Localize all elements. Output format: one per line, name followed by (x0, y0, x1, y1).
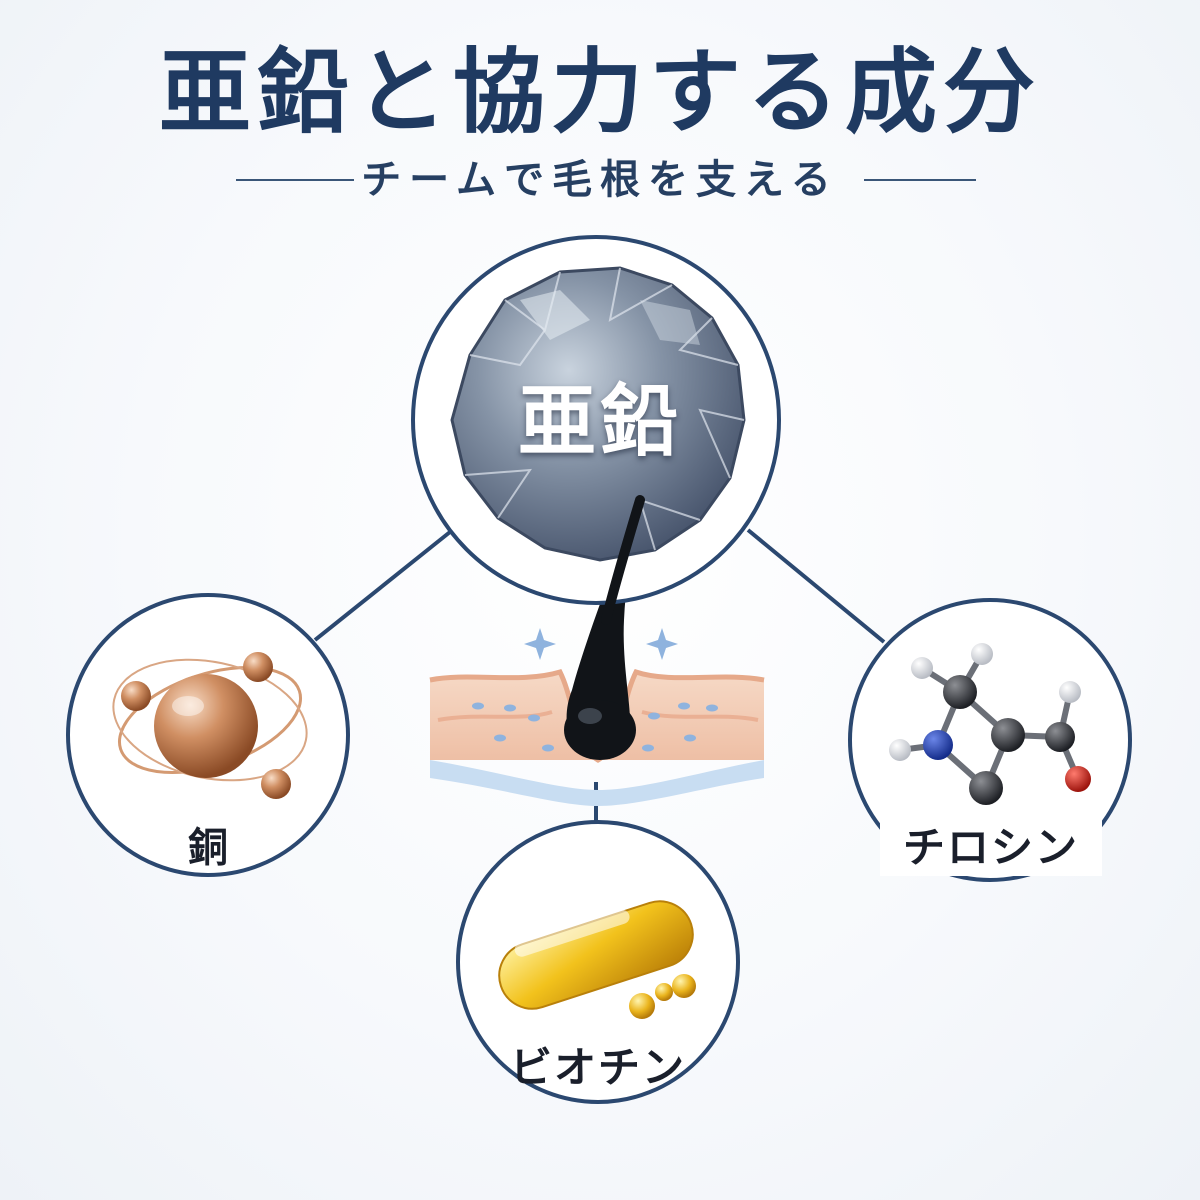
zinc-node (411, 235, 781, 625)
subtitle-row: チームで毛根を支える (0, 152, 1200, 208)
page-subtitle: チームで毛根を支える (361, 157, 839, 203)
biotin-node (456, 820, 740, 1104)
biotin-capsule-icon (498, 900, 696, 1019)
tyrosine-molecule-icon (889, 643, 1091, 805)
subtitle-line-right (864, 179, 976, 181)
zinc-label: 亜鉛 (517, 377, 682, 467)
copper-atom-icon (112, 652, 308, 799)
connector-right (746, 528, 886, 644)
copper-label: 銅 (188, 825, 228, 871)
biotin-label: ビオチン (509, 1043, 686, 1092)
zinc-mineral-icon (450, 266, 746, 562)
tyrosine-label: チロシン (880, 820, 1102, 876)
tyrosine-node (848, 598, 1132, 882)
copper-node (66, 593, 350, 877)
connector-left (313, 530, 452, 642)
subtitle-line-left (236, 179, 354, 181)
page-title: 亜鉛と協力する成分 (158, 39, 1041, 146)
